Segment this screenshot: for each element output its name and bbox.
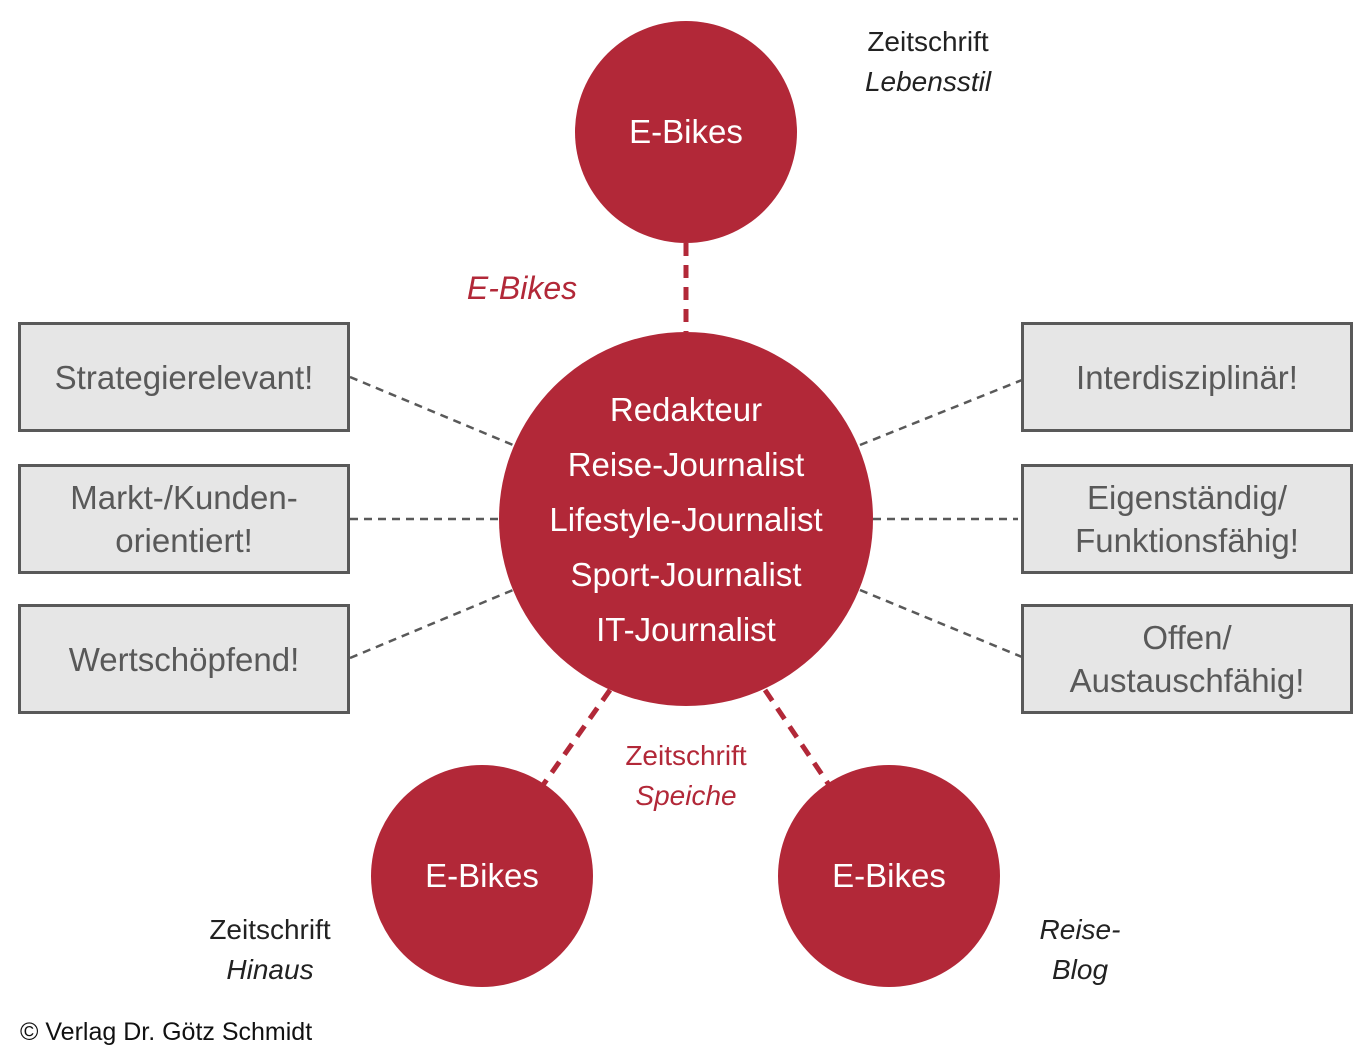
satellite-bottom-left: E-Bikes xyxy=(371,765,593,987)
center-line-1: Redakteur xyxy=(609,390,763,428)
box-text-line2: Funktionsfähig! xyxy=(1075,522,1299,559)
satellite-bottom-right: E-Bikes xyxy=(778,765,1000,987)
box-text: Wertschöpfend! xyxy=(68,640,300,678)
box-text-line1: Offen/ xyxy=(1142,619,1232,656)
satellite-bottom-left-text: E-Bikes xyxy=(425,857,539,894)
link-right-3 xyxy=(859,588,1023,659)
link-bottom-left xyxy=(540,688,613,787)
caption-top-line1: Zeitschrift xyxy=(867,26,989,57)
center-line-4: Sport-Journalist xyxy=(570,555,802,593)
link-left-1 xyxy=(349,375,514,447)
caption-top: Zeitschrift Lebensstil xyxy=(828,22,1028,102)
caption-bottom-left-line1: Zeitschrift xyxy=(209,914,331,945)
box-eigenstaendig: Eigenständig/ Funktionsfähig! xyxy=(1021,464,1353,574)
caption-top-line2: Lebensstil xyxy=(864,66,992,97)
link-label-bottom-line2: Speiche xyxy=(635,780,737,811)
box-wertschoepfend: Wertschöpfend! xyxy=(18,604,350,714)
box-offen: Offen/ Austauschfähig! xyxy=(1021,604,1353,714)
center-line-5: IT-Journalist xyxy=(596,610,776,648)
link-left-3 xyxy=(349,588,514,660)
box-text: Strategierelevant! xyxy=(54,358,314,396)
box-markt-kundenorientiert: Markt-/Kunden- orientiert! xyxy=(18,464,350,574)
copyright-notice: © Verlag Dr. Götz Schmidt xyxy=(20,1018,313,1046)
link-label-top: E-Bikes xyxy=(466,270,578,306)
link-bottom-right xyxy=(762,688,832,787)
box-strategierelevant: Strategierelevant! xyxy=(18,322,350,432)
caption-bottom-left-line2: Hinaus xyxy=(226,954,314,985)
link-right-1 xyxy=(859,378,1023,447)
caption-bottom-left: Zeitschrift Hinaus xyxy=(170,910,370,990)
box-text: Interdisziplinär! xyxy=(1076,358,1298,396)
satellite-top: E-Bikes xyxy=(575,21,797,243)
box-text-line2: Austauschfähig! xyxy=(1069,662,1305,699)
box-text-line1: Eigenständig/ xyxy=(1087,479,1287,516)
caption-bottom-right: Reise- Blog xyxy=(980,910,1180,990)
box-text-line2: orientiert! xyxy=(115,522,253,559)
center-circle: Redakteur Reise-Journalist Lifestyle-Jou… xyxy=(499,332,873,706)
caption-bottom-right-line2: Blog xyxy=(1051,954,1109,985)
center-line-2: Reise-Journalist xyxy=(567,445,805,483)
link-label-bottom: Zeitschrift Speiche xyxy=(586,736,786,816)
center-line-3: Lifestyle-Journalist xyxy=(549,500,823,538)
box-interdisziplinaer: Interdisziplinär! xyxy=(1021,322,1353,432)
box-text-line1: Markt-/Kunden- xyxy=(70,479,298,516)
caption-bottom-right-line1: Reise- xyxy=(1039,914,1121,945)
satellite-top-text: E-Bikes xyxy=(629,113,743,150)
link-label-bottom-line1: Zeitschrift xyxy=(625,740,747,771)
satellite-bottom-right-text: E-Bikes xyxy=(832,857,946,894)
